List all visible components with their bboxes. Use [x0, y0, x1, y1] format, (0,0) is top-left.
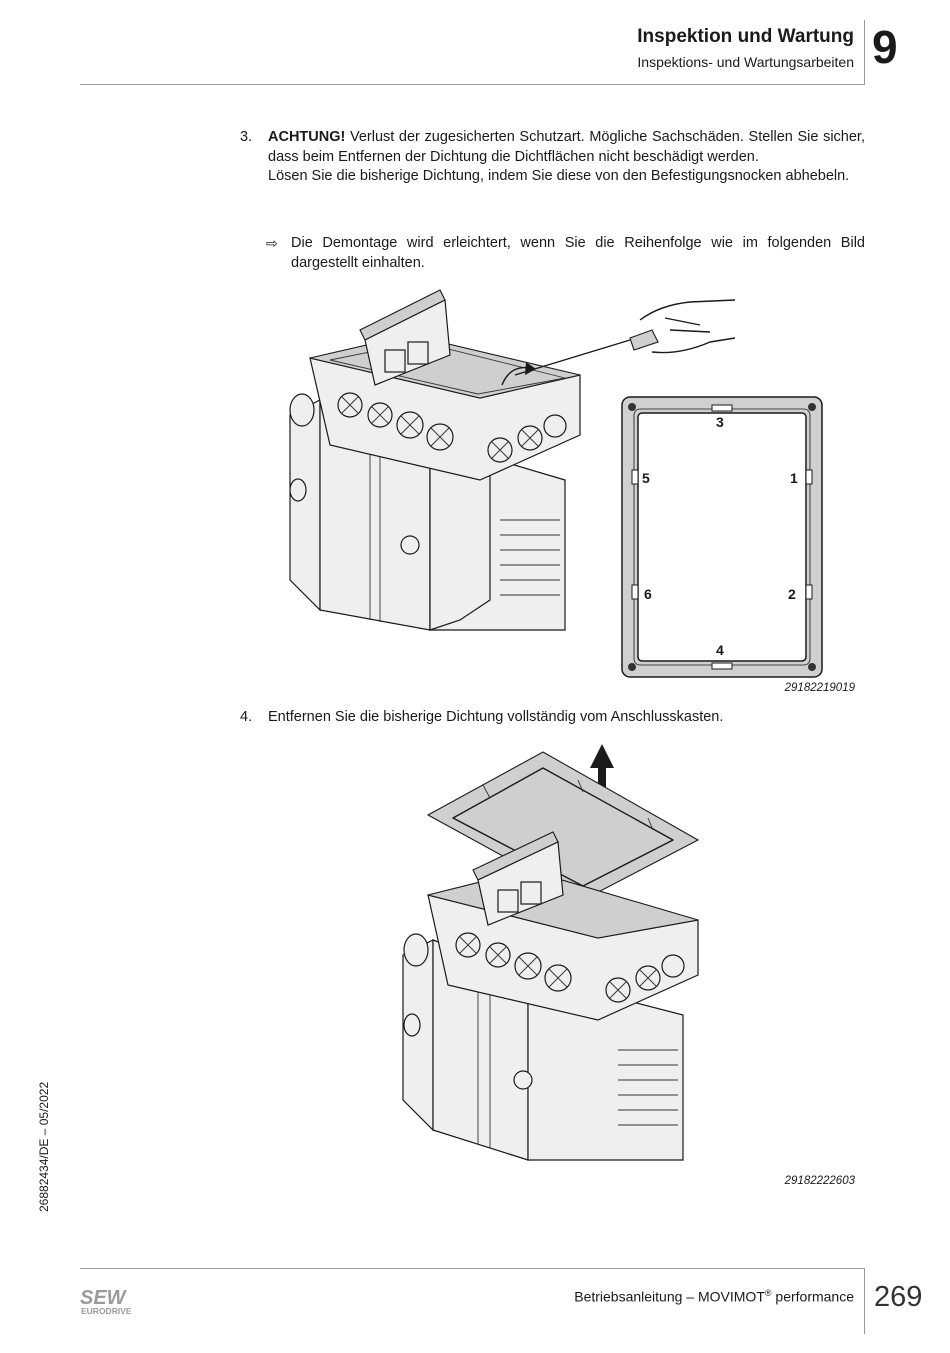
- step-3-warning: ACHTUNG! Verlust der zugesicherten Schut…: [268, 128, 865, 167]
- step-4-text: Entfernen Sie die bisherige Dichtung vol…: [268, 709, 724, 725]
- hint-text: Die Demontage wird erleichtert, wenn Sie…: [291, 235, 865, 271]
- svg-text:EURODRIVE: EURODRIVE: [81, 1306, 132, 1316]
- warning-label: ACHTUNG!: [268, 129, 346, 145]
- step-3: 3. ACHTUNG! Verlust der zugesicherten Sc…: [240, 128, 865, 187]
- page-number: 269: [874, 1281, 923, 1313]
- step-3-instruction: Lösen Sie die bisherige Dichtung, indem …: [268, 168, 850, 184]
- figure-1-motor-illustration: [289, 289, 736, 631]
- footer-title-prefix: Betriebsanleitung – MOVIMOT: [574, 1288, 765, 1305]
- header-divider: [864, 20, 865, 84]
- figure-2-motor-illustration: [402, 744, 700, 1161]
- registered-mark: ®: [764, 1288, 772, 1298]
- header-subtitle: Inspektions- und Wartungsarbeiten: [637, 54, 854, 70]
- footer-title: Betriebsanleitung – MOVIMOT® performance: [574, 1288, 854, 1305]
- figure-1-id: 29182219019: [784, 682, 855, 694]
- footer-title-suffix: performance: [771, 1288, 854, 1305]
- gasket-label-2: 2: [788, 586, 796, 602]
- chapter-number: 9: [872, 21, 898, 73]
- gasket-label-3: 3: [716, 414, 724, 430]
- step-4: 4. Entfernen Sie die bisherige Dichtung …: [240, 708, 865, 728]
- header-title: Inspektion und Wartung: [637, 26, 854, 47]
- step-4-number: 4.: [240, 709, 253, 725]
- gasket-label-5: 5: [642, 470, 650, 486]
- gasket-label-6: 6: [644, 586, 652, 602]
- header-rule: [80, 84, 865, 85]
- step-3-hint: ⇨ Die Demontage wird erleichtert, wenn S…: [266, 234, 865, 273]
- gasket-label-1: 1: [790, 470, 798, 486]
- gasket-label-4: 4: [716, 642, 724, 658]
- warning-text: Verlust der zugesicherten Schutzart. Mög…: [268, 129, 865, 165]
- gasket-diagram: 1 2 3 4 5 6: [621, 396, 823, 678]
- step-3-number: 3.: [240, 129, 253, 145]
- sew-eurodrive-logo: SEW EURODRIVE: [80, 1287, 132, 1316]
- figure-2-id: 29182222603: [784, 1175, 855, 1187]
- hint-arrow-icon: ⇨: [266, 235, 278, 251]
- svg-text:SEW: SEW: [80, 1287, 128, 1309]
- footer-divider: [864, 1268, 865, 1334]
- document-id: 26882434/DE – 05/2022: [37, 1081, 51, 1212]
- footer-rule: [80, 1268, 865, 1269]
